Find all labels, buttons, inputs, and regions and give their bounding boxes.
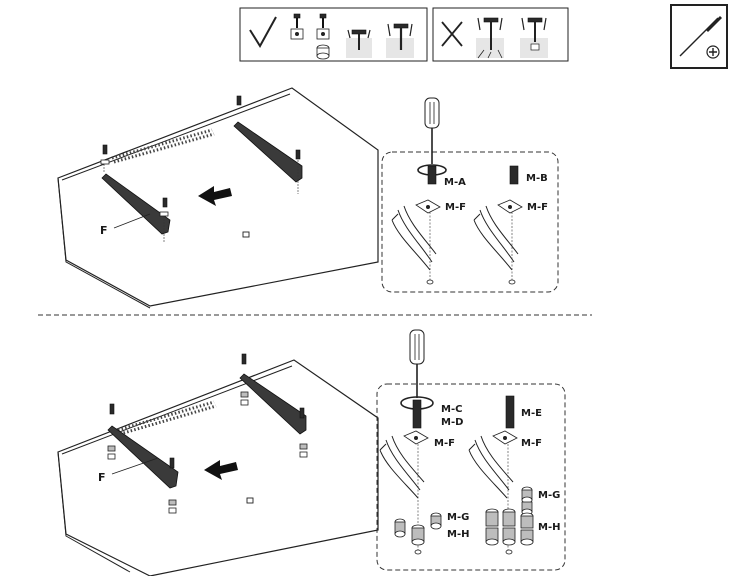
bracket-label-top: F <box>100 224 108 237</box>
screw-mb <box>509 165 519 185</box>
screwdriver-icon-top <box>424 97 440 164</box>
screwdriver-icon <box>679 16 722 59</box>
wall-bracket-right-bottom <box>239 373 307 435</box>
label-screw-mb: M-B <box>526 173 548 184</box>
wall-bracket-left-bottom <box>107 425 179 489</box>
screw-with-washer-icon <box>290 13 304 40</box>
wall-bracket-right <box>233 121 303 183</box>
label-screw-md: M-D <box>441 417 463 428</box>
screwdriver-tool-box <box>670 4 728 69</box>
cross-icon <box>441 21 463 47</box>
spacers-right <box>485 486 534 555</box>
label-screw-ma: M-A <box>444 177 466 188</box>
label-spacer-mh-right: M-H <box>538 522 560 533</box>
bracket-screws-top <box>100 95 301 242</box>
label-plate-mf-bottom-right: M-F <box>521 438 542 449</box>
detail-box-top: M-A M-F M-B M-F <box>381 97 559 293</box>
tv-back-panel-top: F <box>57 87 379 309</box>
wall-bracket-left <box>101 173 171 235</box>
screwdriver-icon-bottom <box>409 329 425 398</box>
spacers-left <box>394 512 442 555</box>
label-screw-me: M-E <box>521 408 542 419</box>
tv-back-panel-bottom: F <box>57 353 379 576</box>
detail-box-bottom: M-C M-D M-F M-G M-H M-E M-F <box>376 329 566 571</box>
label-spacer-mh-left: M-H <box>447 529 469 540</box>
label-spacer-mg-right: M-G <box>538 490 560 501</box>
label-spacer-mg-left: M-G <box>447 512 469 523</box>
screw-with-spacer-icon <box>316 13 330 60</box>
screw-mc-md <box>412 399 422 429</box>
bracket-screws-bottom <box>107 353 308 514</box>
direction-arrow-bottom <box>204 460 238 480</box>
label-plate-mf-left: M-F <box>445 202 466 213</box>
proper-screw-depth-icon <box>346 29 372 58</box>
bracket-label-bottom: F <box>98 471 106 484</box>
label-plate-mf-right: M-F <box>527 202 548 213</box>
screw-too-long-icon <box>476 17 504 59</box>
screw-me <box>505 395 515 429</box>
correct-usage-box <box>239 7 428 62</box>
check-icon <box>249 16 277 48</box>
label-plate-mf-bottom-left: M-F <box>434 438 455 449</box>
proper-screw-depth-icon-2 <box>386 23 414 58</box>
port-icon <box>242 231 250 238</box>
direction-arrow <box>198 186 232 206</box>
incorrect-usage-box <box>432 7 569 62</box>
vent-slots <box>111 128 215 164</box>
label-screw-mc: M-C <box>441 404 462 415</box>
port-icon-bottom <box>246 497 254 504</box>
screw-too-short-icon <box>520 17 548 58</box>
screw-ma <box>427 165 437 185</box>
